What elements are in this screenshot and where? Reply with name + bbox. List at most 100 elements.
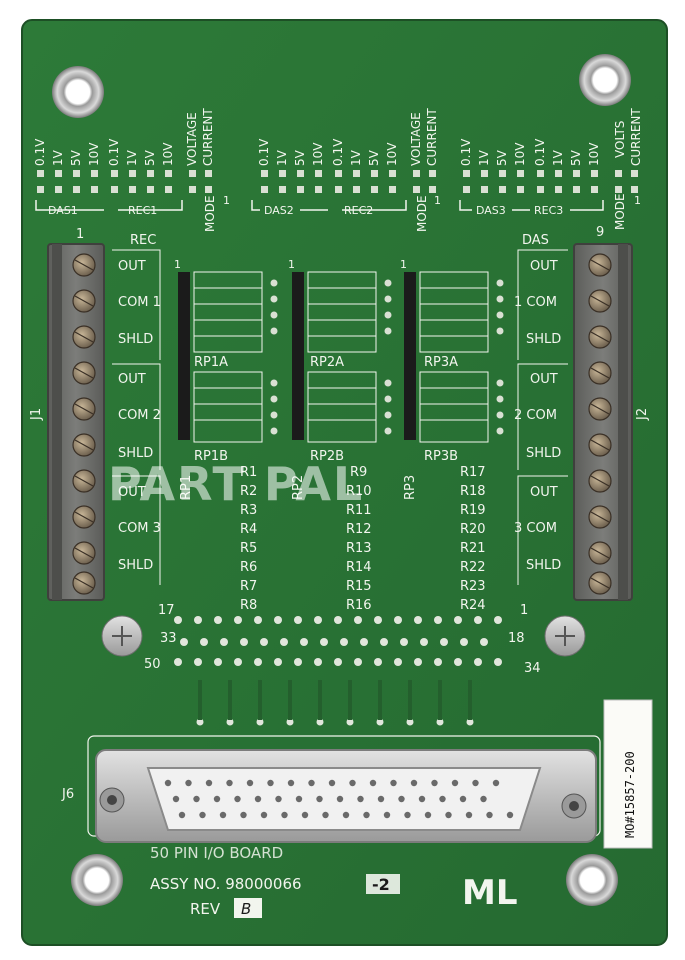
resistor-label: R23 bbox=[460, 579, 486, 594]
header-label: 1V bbox=[275, 149, 289, 166]
dsub-pin bbox=[451, 779, 459, 787]
header-pin-one: 1 bbox=[223, 194, 230, 207]
rec-label: REC2 bbox=[344, 204, 373, 217]
pad bbox=[174, 658, 182, 666]
header-label: 5V bbox=[569, 149, 583, 166]
pad bbox=[294, 658, 302, 666]
pack-b-label: RP1B bbox=[194, 449, 228, 464]
terminal-label: SHLD bbox=[118, 332, 153, 347]
rec-label: REC3 bbox=[534, 204, 563, 217]
resistor-label: R16 bbox=[346, 598, 372, 613]
dsub-pin bbox=[398, 795, 405, 803]
dsub-pin bbox=[199, 811, 206, 819]
terminal-label: OUT bbox=[530, 485, 558, 500]
header-label: CURRENT bbox=[201, 108, 215, 166]
right-block-ref: J2 bbox=[635, 408, 650, 421]
pad bbox=[474, 658, 482, 666]
header-label: 5V bbox=[367, 149, 381, 166]
dsub-pin bbox=[172, 795, 180, 803]
dsub-pin bbox=[445, 811, 452, 819]
board-screw-left bbox=[101, 615, 143, 657]
dsub-pin bbox=[349, 779, 356, 787]
terminal-label: 2 COM bbox=[514, 408, 557, 423]
rec-label: REC1 bbox=[128, 204, 157, 217]
top-header-group-1: 0.1V 1V 5V 10V 0.1V 1V 5V 10V VOLTAGE CU… bbox=[33, 108, 230, 232]
revision-value: B bbox=[241, 900, 251, 918]
pad bbox=[274, 616, 282, 624]
dsub-pin bbox=[492, 779, 500, 787]
dsub-pin bbox=[234, 795, 241, 803]
pad bbox=[414, 658, 422, 666]
dsub-pin bbox=[336, 795, 344, 803]
dsub-pin bbox=[308, 779, 315, 787]
mounting-hole-bottom-left bbox=[71, 854, 123, 906]
pack-pin-one: 1 bbox=[288, 258, 295, 271]
pad bbox=[360, 638, 368, 646]
das-label: DAS1 bbox=[48, 204, 78, 217]
header-label: 0.1V bbox=[459, 138, 473, 166]
resistor-label: R17 bbox=[460, 465, 486, 480]
terminal-label: SHLD bbox=[526, 332, 561, 347]
pad bbox=[226, 718, 234, 726]
dsub-pin bbox=[295, 795, 303, 803]
header-mode-label: MODE bbox=[203, 195, 217, 232]
pad bbox=[434, 616, 442, 624]
dsub-pin bbox=[328, 779, 336, 787]
header-label: VOLTAGE bbox=[185, 112, 199, 166]
dsub-pin bbox=[275, 795, 282, 803]
dsub-pin bbox=[480, 795, 487, 803]
pad bbox=[234, 616, 242, 624]
resistor-label: R21 bbox=[460, 541, 486, 556]
dsub-pin bbox=[472, 779, 479, 787]
dsub-pin bbox=[240, 811, 247, 819]
ribbon-header-pads bbox=[174, 616, 502, 726]
header-label: 10V bbox=[513, 142, 527, 166]
pack-b-label: RP3B bbox=[424, 449, 458, 464]
resistor-label: R4 bbox=[240, 522, 257, 537]
terminal-screws bbox=[588, 253, 612, 595]
dsub-pin bbox=[439, 795, 446, 803]
resistor-label: R2 bbox=[240, 484, 257, 499]
ribbon-pin-label: 34 bbox=[524, 661, 541, 676]
resistor-label: R13 bbox=[346, 541, 372, 556]
pad bbox=[214, 658, 222, 666]
pad bbox=[220, 638, 228, 646]
pad bbox=[200, 638, 208, 646]
resistor-label: R10 bbox=[346, 484, 372, 499]
pad bbox=[394, 616, 402, 624]
dsub-pin bbox=[260, 811, 268, 819]
header-label: 0.1V bbox=[257, 138, 271, 166]
dsub-pin bbox=[424, 811, 432, 819]
pad bbox=[180, 638, 188, 646]
pad bbox=[434, 658, 442, 666]
header-label: 5V bbox=[495, 149, 509, 166]
resistor-label: R5 bbox=[240, 541, 257, 556]
header-label: 5V bbox=[69, 149, 83, 166]
dsub-pin bbox=[383, 811, 391, 819]
terminal-label: 1 COM bbox=[514, 295, 557, 310]
header-label: VOLTAGE bbox=[409, 112, 423, 166]
pad bbox=[376, 718, 384, 726]
pad bbox=[274, 658, 282, 666]
terminal-label: 3 COM bbox=[514, 521, 557, 536]
dsub-pin bbox=[205, 779, 213, 787]
terminal-label: OUT bbox=[530, 259, 558, 274]
dsub-pin bbox=[465, 811, 473, 819]
resistor-column-1: R1 R2 R3 R4 R5 R6 R7 R8 bbox=[240, 465, 257, 613]
dsub-pin bbox=[267, 779, 274, 787]
header-pin-one: 1 bbox=[434, 194, 441, 207]
dsub-pins bbox=[164, 779, 514, 819]
pad bbox=[254, 658, 262, 666]
header-mode-label: MODE bbox=[415, 195, 429, 232]
header-label: 0.1V bbox=[107, 138, 121, 166]
resistor-label: R24 bbox=[460, 598, 486, 613]
terminal-label: SHLD bbox=[526, 446, 561, 461]
pad bbox=[414, 616, 422, 624]
ribbon-pin-label: 17 bbox=[158, 603, 175, 618]
pad bbox=[374, 616, 382, 624]
dsub-ref: J6 bbox=[61, 787, 74, 802]
dsub-pin bbox=[254, 795, 262, 803]
pad bbox=[300, 638, 308, 646]
pad bbox=[314, 658, 322, 666]
